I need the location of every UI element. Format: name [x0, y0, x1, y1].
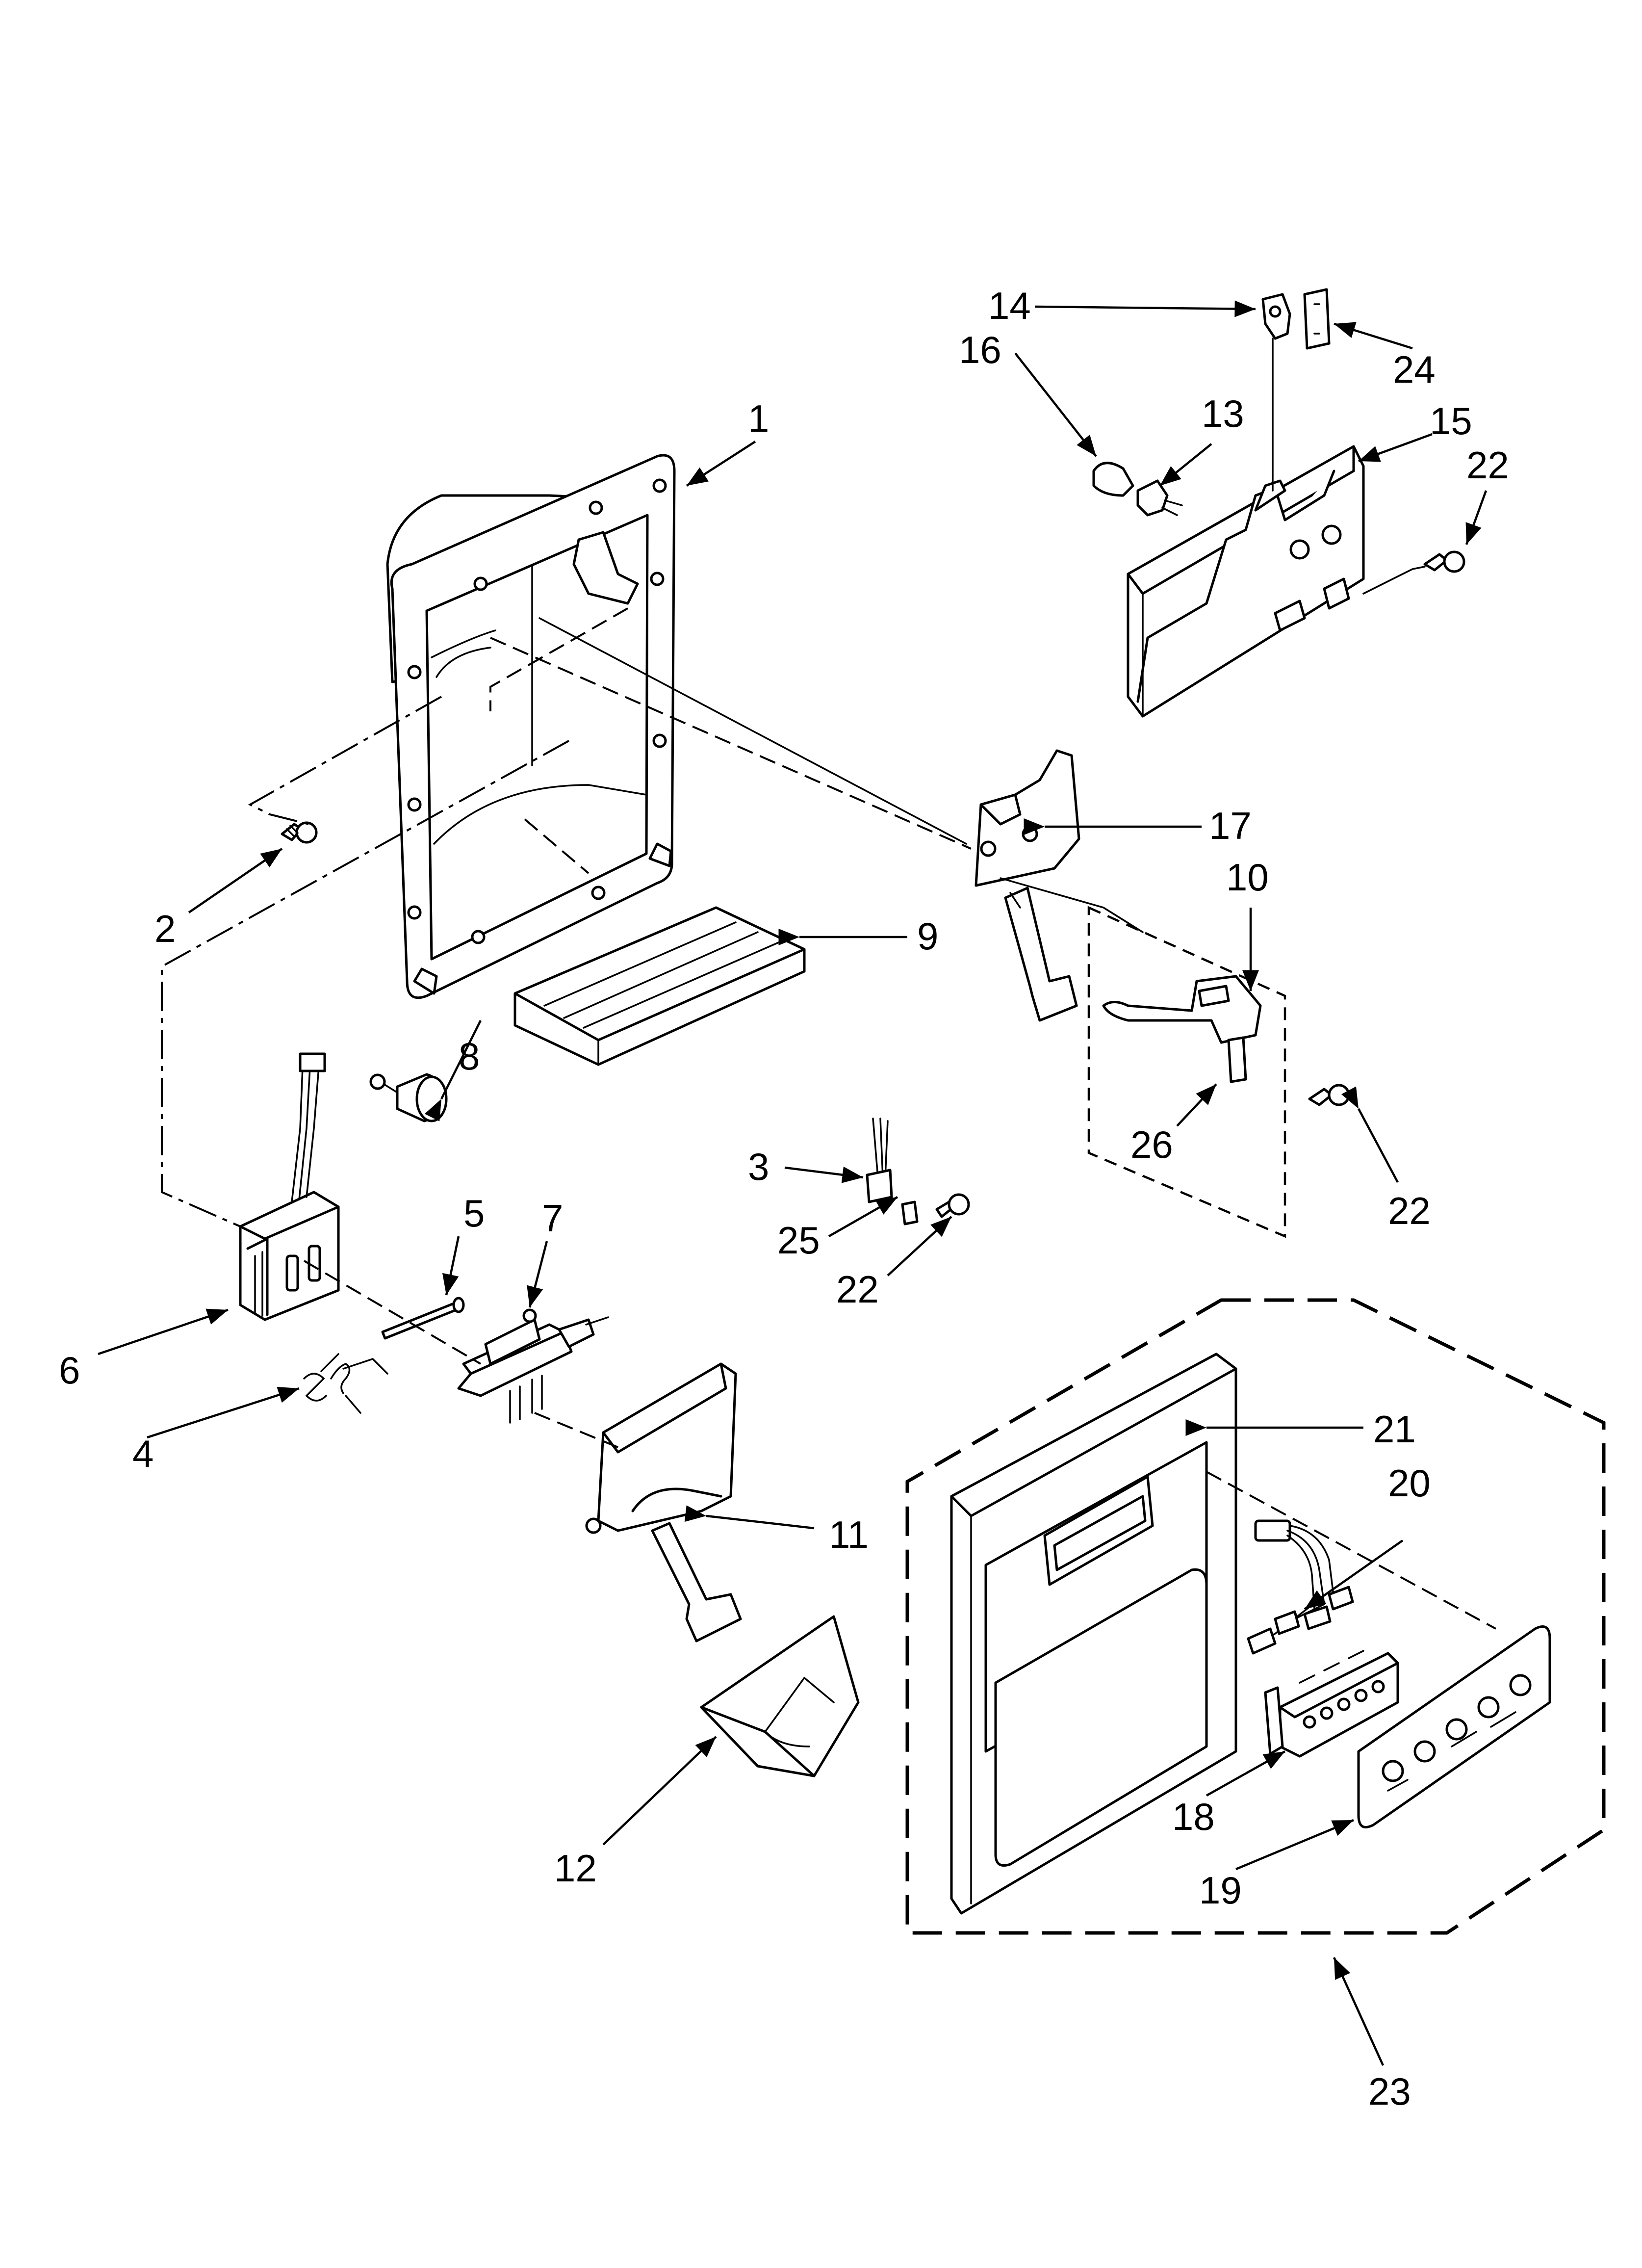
- lever-assembly-group: [1087, 906, 1286, 1238]
- callout-22-top: 22: [1466, 443, 1509, 487]
- callout-15: 15: [1430, 399, 1472, 443]
- wiring-harness-part: [1247, 1519, 1354, 1655]
- callout-1: 1: [748, 397, 769, 440]
- clip-parts: [866, 1118, 970, 1225]
- callout-5: 5: [463, 1192, 485, 1235]
- ice-chute-door-part: [585, 1362, 742, 1642]
- callout-8: 8: [459, 1035, 480, 1078]
- callout-10: 10: [1226, 856, 1269, 899]
- assembly-lines: [161, 566, 1496, 1630]
- light-switch-part: [1261, 293, 1291, 492]
- screw-part-2: [281, 821, 318, 844]
- control-overlay-part: [1357, 1625, 1551, 1828]
- callout-24: 24: [1393, 348, 1436, 391]
- insulator-part: [1303, 288, 1331, 350]
- callout-22-mid: 22: [836, 1268, 879, 1311]
- frame-hole-icons: [407, 478, 667, 944]
- callout-19: 19: [1199, 1869, 1242, 1912]
- callout-6: 6: [59, 1349, 80, 1392]
- control-assembly-group: [905, 1298, 1606, 1935]
- housing-frame-part: [386, 454, 676, 999]
- callout-20: 20: [1388, 1461, 1431, 1505]
- callout-2: 2: [154, 907, 176, 950]
- ice-funnel-part: [700, 1615, 860, 1777]
- callout-12: 12: [554, 1847, 597, 1890]
- control-board-part: [1264, 1650, 1399, 1758]
- light-housing-part: [1127, 445, 1365, 718]
- screw-part-22-top: [1423, 550, 1465, 573]
- callout-9: 9: [917, 914, 938, 958]
- solenoid-part: [369, 1073, 448, 1122]
- drip-tray-part: [513, 906, 806, 1066]
- spring-part: [303, 1353, 388, 1414]
- callout-21: 21: [1373, 1408, 1416, 1451]
- callout-17: 17: [1209, 804, 1252, 847]
- dispenser-lever-part: [975, 749, 1080, 1022]
- callout-3: 3: [748, 1145, 769, 1188]
- callout-4: 4: [132, 1432, 154, 1475]
- front-panel-part: [950, 1353, 1237, 1915]
- callout-13: 13: [1202, 392, 1244, 435]
- callout-23: 23: [1368, 2070, 1411, 2113]
- leader-arrows: [98, 300, 1488, 2066]
- callout-22-right: 22: [1388, 1189, 1431, 1232]
- bulb-socket-part: [1136, 479, 1183, 517]
- board-button-icons: [1303, 1680, 1385, 1729]
- callout-16: 16: [959, 328, 1001, 371]
- pin-part: [381, 1297, 465, 1340]
- callout-labels: 1 2 9 17 10 26 22 8 3 25 22 5 7 6 4 11 1…: [59, 284, 1509, 2113]
- switch-module-part: [239, 1052, 340, 1321]
- callout-26: 26: [1130, 1123, 1173, 1166]
- actuator-part: [457, 1308, 609, 1424]
- callout-25: 25: [777, 1219, 820, 1262]
- screw-part-22-mid: [1308, 1084, 1350, 1106]
- callout-11: 11: [829, 1513, 869, 1556]
- callout-14: 14: [988, 284, 1031, 327]
- overlay-button-icons: [1382, 1674, 1532, 1782]
- light-bulb-part: [1092, 462, 1134, 497]
- callout-7: 7: [542, 1197, 563, 1240]
- callout-18: 18: [1172, 1795, 1215, 1838]
